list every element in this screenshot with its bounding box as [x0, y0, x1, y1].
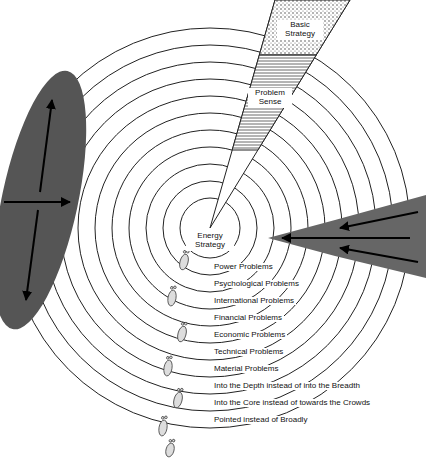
ring-label: Material Problems: [212, 365, 280, 373]
ring-label: Psychological Problems: [212, 280, 301, 288]
ring-label: Into the Core instead of towards the Cro…: [212, 399, 372, 407]
ring-label: Technical Problems: [212, 348, 285, 356]
ring-label: Power Problems: [212, 263, 275, 271]
center-circle: Energy Strategy: [186, 231, 234, 251]
inward-funnel: [268, 195, 426, 278]
ring-label: Into the Depth instead of into the Bread…: [212, 382, 362, 390]
ring-label: Pointed instead of Broadly: [212, 416, 309, 424]
node-text: Energy Strategy: [188, 232, 232, 250]
strategy-wedge: [210, 0, 350, 228]
problem-sector: Problem Sense: [248, 88, 292, 108]
node-text: Basic Strategy: [279, 21, 321, 39]
strategy-sector: Basic Strategy: [277, 20, 323, 40]
outward-ellipse: [0, 63, 105, 337]
node-text: Problem Sense: [250, 89, 290, 107]
ring-label: Financial Problems: [212, 314, 284, 322]
footprints: [158, 249, 191, 458]
ring-label: International Problems: [212, 297, 296, 305]
ring-label: Economic Problems: [212, 331, 287, 339]
